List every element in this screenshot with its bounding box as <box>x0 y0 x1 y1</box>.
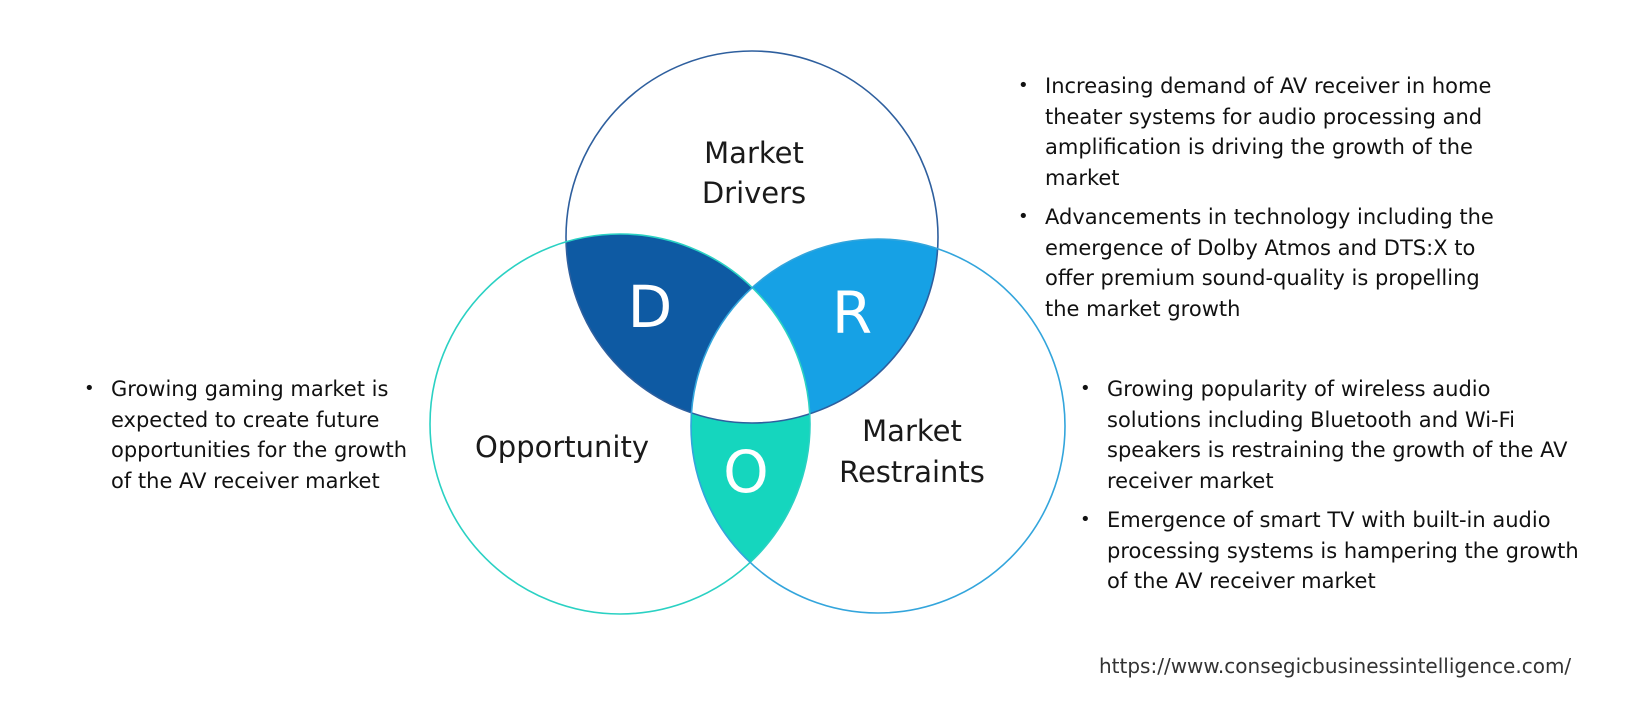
overlap-letter-d: D <box>628 273 673 341</box>
market-restraints-circle <box>690 238 1066 614</box>
opportunity-point: Growing gaming market is expected to cre… <box>80 374 410 496</box>
opportunity-list: Growing gaming market is expected to cre… <box>80 374 410 505</box>
restraint-point: Growing popularity of wireless audio sol… <box>1076 374 1581 496</box>
restraints-label-line2: Restraints <box>839 455 985 489</box>
driver-point: Increasing demand of AV receiver in home… <box>1014 71 1514 193</box>
overlap-letter-r: R <box>832 279 872 347</box>
overlap-letter-o: O <box>723 438 769 506</box>
drivers-label-line2: Drivers <box>702 176 806 210</box>
drivers-label-line1: Market <box>704 136 804 170</box>
market-drivers-circle <box>565 50 939 424</box>
overlap-d-region <box>566 234 810 423</box>
opportunity-circle <box>429 233 811 615</box>
opportunity-label: Opportunity <box>475 430 649 464</box>
center-overlap-region <box>691 239 810 423</box>
source-url[interactable]: https://www.consegicbusinessintelligence… <box>1099 654 1572 678</box>
market-drivers-list: Increasing demand of AV receiver in home… <box>1014 71 1514 333</box>
market-restraints-list: Growing popularity of wireless audio sol… <box>1076 374 1581 606</box>
restraint-point: Emergence of smart TV with built-in audi… <box>1076 505 1581 597</box>
driver-point: Advancements in technology including the… <box>1014 202 1514 324</box>
restraints-label-line1: Market <box>862 414 962 448</box>
